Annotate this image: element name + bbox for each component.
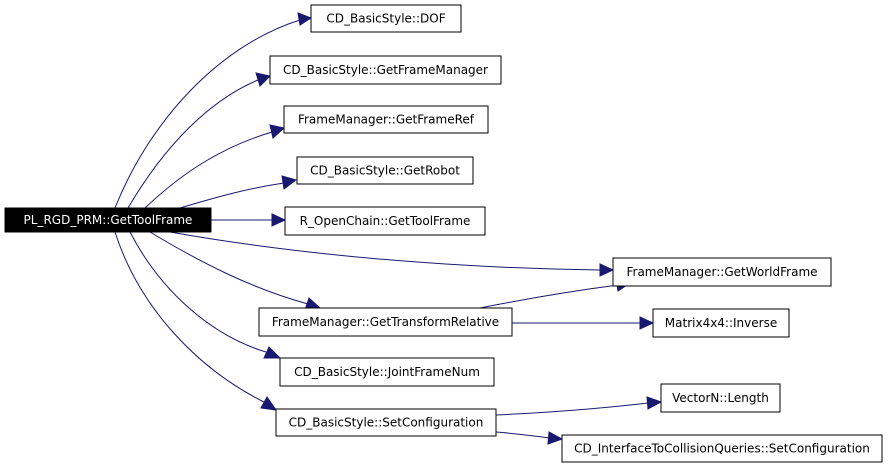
edge-gettransformrelative-to-getworldframe (479, 278, 632, 309)
node-framemanager-gettransformrelative[interactable]: FrameManager::GetTransformRelative (258, 307, 513, 337)
call-edges (114, 12, 663, 445)
node-root-pl-rgd-prm-gettoolframe[interactable]: PL_RGD_PRM::GetToolFrame (4, 207, 212, 233)
node-label: PL_RGD_PRM::GetToolFrame (24, 213, 193, 227)
node-label: FrameManager::GetTransformRelative (272, 315, 499, 329)
node-cd-basicstyle-setconfiguration[interactable]: CD_BasicStyle::SetConfiguration (275, 408, 497, 437)
call-nodes: PL_RGD_PRM::GetToolFrame CD_BasicStyle::… (4, 4, 883, 463)
node-label: CD_BasicStyle::GetRobot (310, 164, 460, 178)
node-label: CD_InterfaceToCollisionQueries::SetConfi… (574, 442, 870, 456)
edge-root-to-getframeref (144, 124, 286, 209)
edge-root-to-getworldframe (169, 231, 615, 277)
node-label: R_OpenChain::GetToolFrame (300, 214, 471, 228)
node-r-openchain-gettoolframe[interactable]: R_OpenChain::GetToolFrame (284, 206, 486, 236)
node-label: CD_BasicStyle::DOF (326, 12, 445, 26)
node-label: Matrix4x4::Inverse (665, 316, 777, 330)
edge-root-to-gettransformrelative (149, 231, 322, 311)
edge-root-to-setconfiguration (114, 231, 278, 411)
node-cd-interfacetocollisionqueries-setconfiguration[interactable]: CD_InterfaceToCollisionQueries::SetConfi… (561, 434, 883, 463)
node-label: FrameManager::GetFrameRef (298, 113, 475, 127)
node-framemanager-getworldframe[interactable]: FrameManager::GetWorldFrame (612, 257, 832, 287)
node-label: CD_BasicStyle::GetFrameManager (283, 63, 488, 77)
edge-root-to-dof (114, 12, 313, 209)
node-label: CD_BasicStyle::SetConfiguration (289, 416, 484, 430)
edge-root-to-ropenchain (211, 213, 287, 227)
node-vectorn-length[interactable]: VectorN::Length (660, 383, 781, 413)
edge-root-to-getframemanager (127, 72, 272, 209)
node-matrix4x4-inverse[interactable]: Matrix4x4::Inverse (652, 308, 790, 338)
edge-setconfiguration-to-length (495, 396, 663, 416)
edge-root-to-jointframenum (129, 231, 282, 359)
node-cd-basicstyle-getrobot[interactable]: CD_BasicStyle::GetRobot (296, 156, 474, 185)
edge-setconfiguration-to-collisionqueries (495, 431, 564, 445)
edge-root-to-getrobot (179, 175, 298, 209)
node-framemanager-getframeref[interactable]: FrameManager::GetFrameRef (283, 105, 489, 134)
node-label: VectorN::Length (672, 391, 769, 405)
node-cd-basicstyle-jointframenum[interactable]: CD_BasicStyle::JointFrameNum (279, 357, 495, 387)
node-label: CD_BasicStyle::JointFrameNum (294, 365, 480, 379)
node-label: FrameManager::GetWorldFrame (626, 265, 817, 279)
node-cd-basicstyle-getframemanager[interactable]: CD_BasicStyle::GetFrameManager (269, 55, 502, 85)
edge-gettransformrelative-to-inverse (512, 316, 655, 330)
node-cd-basicstyle-dof[interactable]: CD_BasicStyle::DOF (310, 4, 462, 33)
